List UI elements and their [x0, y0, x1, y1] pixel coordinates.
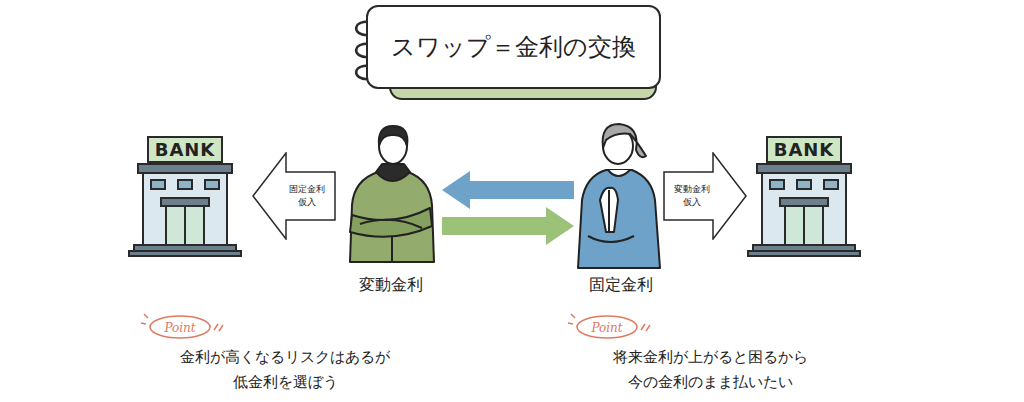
man-figure — [350, 126, 434, 262]
person-label-text: 変動金利 — [359, 275, 423, 294]
point-mark: Point — [150, 319, 210, 339]
person-label-text: 固定金利 — [589, 275, 653, 294]
sign-text: BANK — [774, 139, 835, 161]
point-note: 将来金利が上がると困るから 今の金利のまま払いたい — [590, 345, 830, 395]
bank-building — [748, 164, 860, 256]
bank-sign: BANK — [766, 136, 842, 163]
point-note: 金利が高くなるリスクはあるが 低金利を選ぼう — [170, 345, 400, 395]
arrow-shape — [253, 153, 335, 239]
sign-text: BANK — [155, 139, 216, 161]
person-label: 固定金利 — [574, 122, 668, 294]
point-stamp — [141, 314, 650, 338]
arrow-text: 固定金利 仮入 — [287, 183, 327, 210]
woman-figure — [578, 124, 660, 268]
arrow-outline — [663, 152, 747, 240]
person-label: 変動金利 — [340, 122, 442, 294]
arrow-text: 変動金利 仮入 — [672, 183, 712, 210]
bank-building — [129, 164, 241, 256]
exchange-arrow — [442, 171, 574, 209]
exchange-arrow — [442, 207, 574, 245]
hollow-arrow: 固定金利 仮入 — [252, 152, 336, 240]
title-text: スワップ＝金利の交換 — [391, 33, 636, 62]
title-card: スワップ＝金利の交換 — [366, 5, 661, 89]
point-mark: Point — [577, 319, 637, 339]
bank-sign: BANK — [147, 136, 223, 163]
hollow-arrow: 変動金利 仮入 — [663, 152, 747, 240]
arrow-shape — [664, 153, 746, 239]
arrow-outline — [252, 152, 336, 240]
